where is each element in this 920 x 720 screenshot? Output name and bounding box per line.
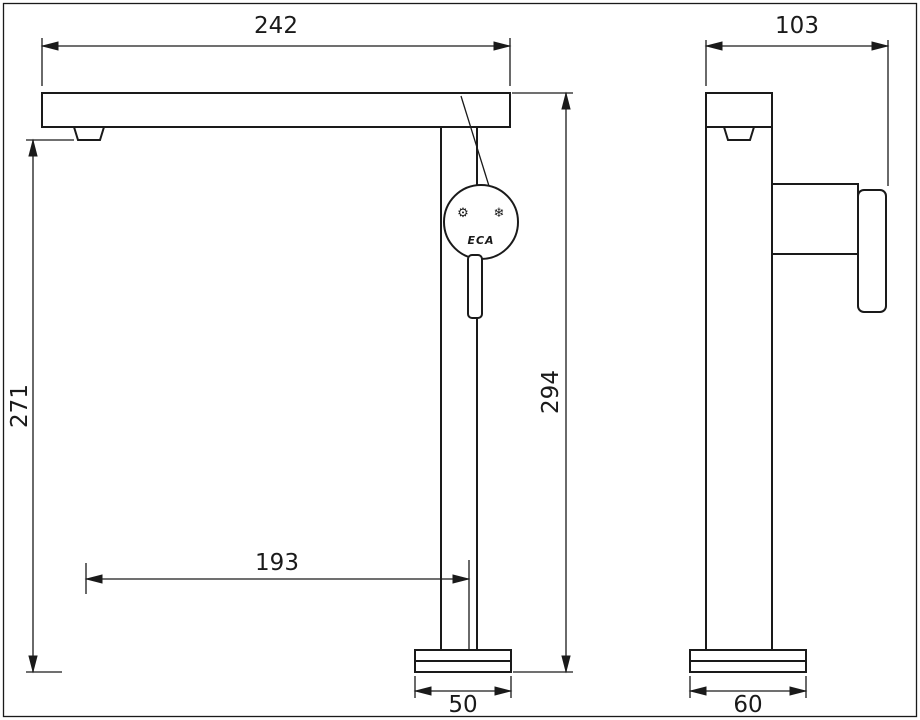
dimension-spout-height: 271	[7, 138, 74, 674]
side-view	[689, 92, 887, 673]
front-view: ⚙ ❄ ECA	[41, 92, 519, 673]
dim-label-total-height: 294	[538, 370, 564, 414]
cold-icon: ❄	[494, 206, 505, 221]
dim-label-spout-length: 242	[254, 13, 298, 39]
dimension-total-height: 294	[512, 91, 573, 674]
badge-leader-line	[460, 95, 490, 187]
dim-label-body-depth: 103	[775, 13, 819, 39]
dim-label-base-width-side: 60	[733, 692, 762, 718]
dim-label-spout-height: 271	[7, 384, 33, 428]
handle-arm-side	[771, 183, 859, 255]
dimension-spout-length: 242	[40, 13, 512, 86]
lever-handle-side	[857, 189, 887, 313]
spout-outlet	[72, 126, 106, 141]
dimension-base-width-side: 60	[688, 676, 808, 718]
body-side	[705, 92, 773, 651]
brand-logo: ECA	[467, 234, 494, 247]
dimension-body-depth: 103	[704, 13, 890, 186]
brand-badge	[443, 184, 519, 260]
dimension-spout-reach: 193	[84, 550, 471, 650]
lever-handle-front	[467, 254, 483, 319]
dim-label-spout-reach: 193	[255, 550, 299, 576]
hot-icon: ⚙	[457, 206, 469, 221]
dim-label-base-width-front: 50	[448, 692, 477, 718]
spout-outlet-side	[722, 126, 756, 141]
dimension-base-width-front: 50	[413, 676, 513, 718]
spout-bar	[41, 92, 511, 128]
